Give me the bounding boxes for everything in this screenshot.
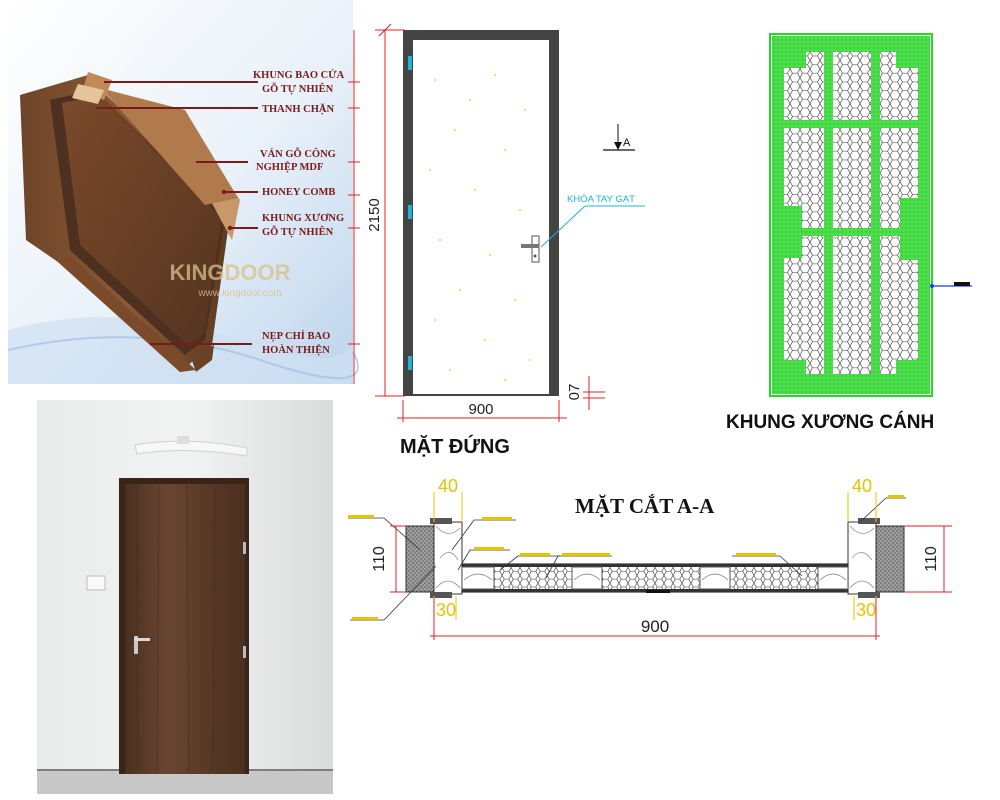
section-dim-right-height: 110 <box>923 546 940 572</box>
door-leaf <box>413 40 549 394</box>
callout-core-frame-2: GỖ TỰ NHIÊN <box>262 225 334 238</box>
elevation-drawing: 2150 KHÓA TAY GẠT A <box>366 23 645 422</box>
width-dimension-text: 900 <box>468 401 493 418</box>
honeycomb-fill <box>778 42 924 388</box>
section-panel: 40 40 30 30 110 110 900 <box>340 470 1000 650</box>
cutaway-edge-ticks <box>348 30 360 384</box>
hinge-middle <box>408 205 412 219</box>
left-stile <box>772 36 784 394</box>
frame-panel <box>760 30 1000 402</box>
callout-honeycomb: HONEY COMB <box>262 187 335 198</box>
section-dim-right-bottom: 30 <box>856 600 876 620</box>
ceiling-fixture <box>134 440 248 457</box>
callout-mdf-2: NGHIỆP MDF <box>256 160 323 173</box>
lock-label: KHÓA TAY GẠT <box>567 194 635 205</box>
leaf-speckles <box>429 74 531 381</box>
watermark-text: KINGDOOR <box>170 260 291 285</box>
callout-trim-1: NẸP CHỈ BAO <box>262 330 330 342</box>
gap-dimension-text: 07 <box>566 384 583 401</box>
section-dim-left-height: 110 <box>371 546 388 572</box>
height-dimension-line <box>375 23 405 397</box>
lock-plate <box>531 235 540 263</box>
callout-mdf-1: VÁN GỖ CÔNG <box>260 147 336 160</box>
installed-door-photo <box>37 400 333 794</box>
wall-switch <box>86 575 106 591</box>
installed-door-lever <box>134 638 150 641</box>
inner-horizontal-bar-top <box>772 120 930 128</box>
lock-block-left <box>784 206 802 258</box>
elevation-panel: 2150 KHÓA TAY GẠT A <box>345 0 675 470</box>
bottom-rail <box>772 374 930 394</box>
lock-block-right <box>900 198 918 260</box>
elevation-title: MẶT ĐỨNG <box>400 436 510 458</box>
section-yellow-dimensions <box>433 492 877 620</box>
section-core-block-3 <box>699 566 731 590</box>
width-dimension-line <box>397 400 567 422</box>
section-dim-width: 900 <box>641 617 669 636</box>
callout-leader-lines <box>96 81 258 345</box>
section-dim-right-top: 40 <box>852 476 872 496</box>
height-dimension-text: 2150 <box>366 198 383 231</box>
section-core-block-4 <box>817 566 849 590</box>
section-wall-right <box>875 525 905 593</box>
installed-door-leaf <box>125 484 245 774</box>
section-drawing: 40 40 30 30 110 110 900 <box>348 476 952 640</box>
top-rail <box>772 36 930 52</box>
section-width-dimension <box>430 598 880 640</box>
right-stile <box>918 36 930 394</box>
watermark-url: www.kingdoor.com <box>197 288 281 299</box>
door-cutaway-illustration: KINGDOOR www.kingdoor.com KHUNG BAO CỬA … <box>7 0 360 384</box>
inner-vertical-bar-2 <box>871 36 880 394</box>
hinge-bottom <box>408 356 412 370</box>
hinge-top <box>408 56 412 70</box>
door-cutaway-panel: KINGDOOR www.kingdoor.com KHUNG BAO CỬA … <box>0 0 392 400</box>
installed-door-handle-plate <box>134 636 138 654</box>
section-title: MẶT CẮT A-A <box>575 494 715 518</box>
callout-outer-frame-2: GỖ TỰ NHIÊN <box>262 82 334 95</box>
section-frame-left <box>433 521 463 595</box>
lock-leader-line <box>540 205 586 248</box>
callout-trim-2: HOÀN THIỆN <box>262 343 330 356</box>
callout-stop-bar: THANH CHẶN <box>262 102 334 115</box>
lever-handle <box>521 244 539 248</box>
frame-title: KHUNG XƯƠNG CÁNH <box>726 412 935 433</box>
section-dim-left-top: 40 <box>438 476 458 496</box>
section-marker-label: A <box>623 137 631 149</box>
section-height-dimensions <box>390 525 952 593</box>
section-core-block-2 <box>571 566 603 590</box>
callout-core-frame-1: KHUNG XƯƠNG <box>262 213 344 224</box>
core-frame-drawing <box>769 33 972 397</box>
door-panel-mdf <box>62 95 222 345</box>
section-door-leaf <box>461 563 849 593</box>
gap-dimension-line <box>583 376 605 410</box>
callout-outer-frame-1: KHUNG BAO CỬA <box>253 69 345 81</box>
section-dim-left-bottom: 30 <box>436 600 456 620</box>
inner-vertical-bar-1 <box>824 36 833 394</box>
inner-horizontal-bar-middle <box>800 228 902 236</box>
section-core-block-1 <box>461 566 495 590</box>
